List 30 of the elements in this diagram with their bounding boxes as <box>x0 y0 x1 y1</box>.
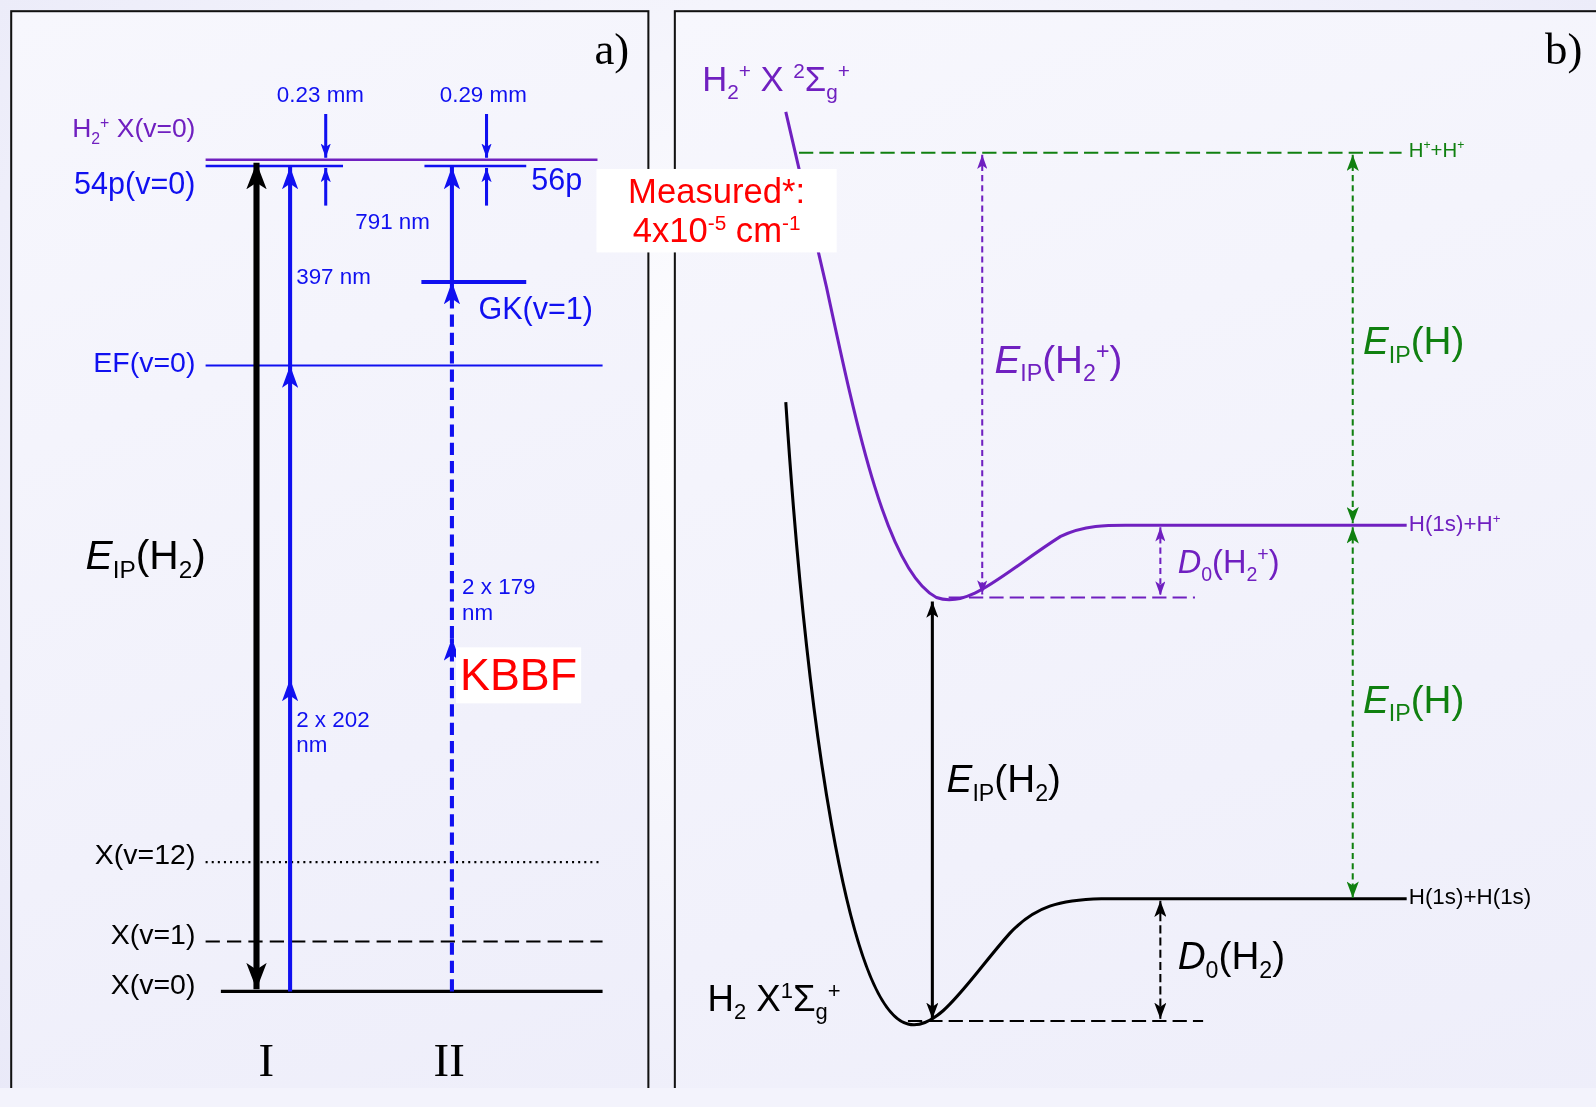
level-label: X(v=0) <box>110 969 196 1002</box>
asymptote-label: H(1s)+H$^{+}$ <box>1408 510 1501 537</box>
energy-label: E$_{IP}$(H) <box>1362 677 1465 723</box>
crystal-label: KBBF <box>456 647 582 703</box>
level-label: X(v=1) <box>110 918 196 951</box>
panel-letter: b) <box>1545 24 1583 76</box>
level-label: 54p(v=0) <box>74 166 196 203</box>
distance-label: 0.23 mm <box>276 81 364 108</box>
energy-label: D$_{0}$(H$_{2}$$^{+}$) <box>1177 543 1280 581</box>
asymptote-label: H(1s)+H(1s) <box>1408 883 1532 910</box>
wavelength-label: 2 x 202 nm <box>296 706 371 758</box>
energy-label: E$_{IP}$(H$_{2}$) <box>85 531 206 579</box>
energy-label: D$_{0}$(H$_{2}$) <box>1177 934 1286 979</box>
energy-label: E$_{IP}$(H$_{2}$) <box>946 757 1061 802</box>
level-label: X(v=12) <box>94 838 196 872</box>
level-label: H$_{2}$$^{+}$ X(v=0) <box>72 114 196 145</box>
energy-label: E$_{IP}$(H) <box>1362 319 1465 365</box>
asymptote-label: H$^{+}$+H$^{+}$ <box>1408 138 1465 162</box>
energy-label: E$_{IP}$(H$_{2}$$^{+}$) <box>994 337 1123 383</box>
measurement-note: Measured*: 4x10$^{-5}$ cm$^{-1}$ <box>596 168 837 253</box>
scheme-label: I <box>258 1034 275 1088</box>
panel-letter: a) <box>594 24 630 76</box>
wavelength-label: 397 nm <box>296 263 371 290</box>
wavelength-label: 791 nm <box>355 208 430 235</box>
distance-label: 0.29 mm <box>439 81 527 108</box>
scheme-label: II <box>433 1034 465 1088</box>
wavelength-label: 2 x 179 nm <box>462 574 537 626</box>
level-label: 56p <box>531 162 583 198</box>
level-label: EF(v=0) <box>93 346 196 379</box>
level-label: GK(v=1) <box>478 291 593 327</box>
